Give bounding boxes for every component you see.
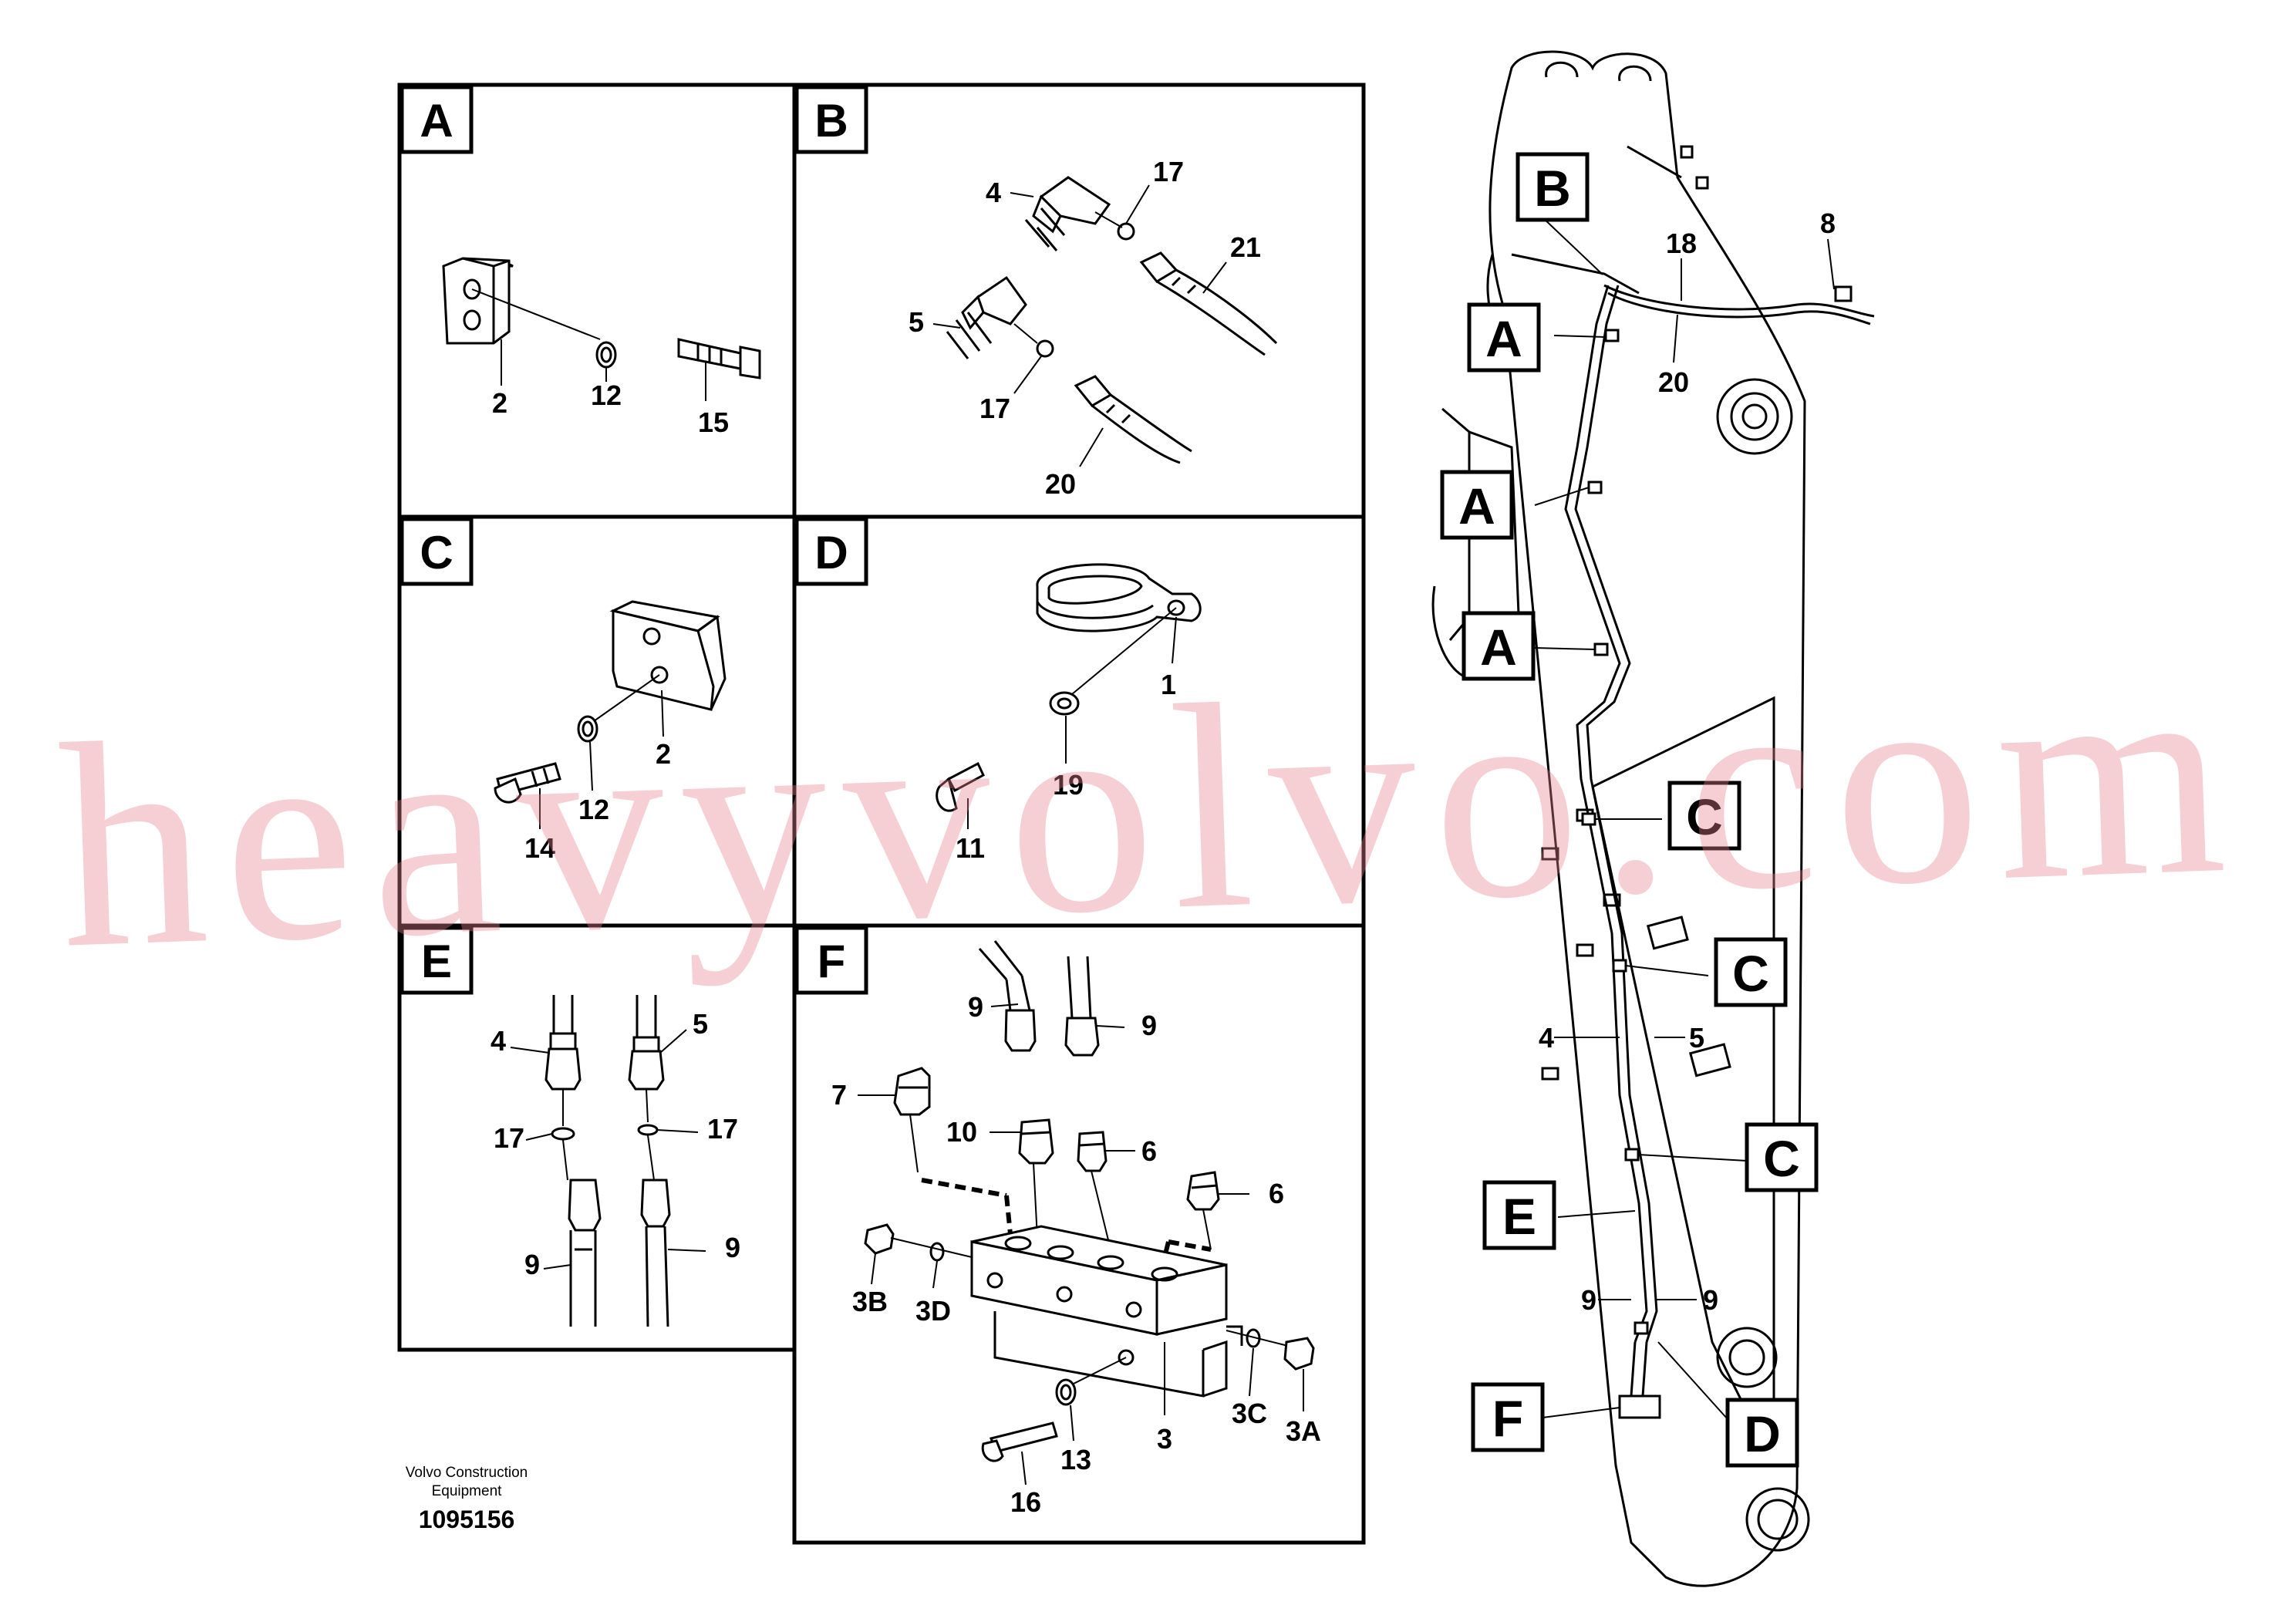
panel-d-label: 19 <box>1053 769 1084 801</box>
panel-b-letter: B <box>814 95 848 147</box>
panel-e-label: 9 <box>725 1232 740 1263</box>
panel-c-label: 2 <box>656 738 671 770</box>
panel-a-label: 12 <box>591 379 622 411</box>
panel-d-label: 11 <box>956 832 985 864</box>
panel-letter-boxes <box>400 85 868 995</box>
panel-e-label: 9 <box>524 1249 540 1280</box>
panel-d-letter: D <box>814 527 848 578</box>
panel-e-label: 5 <box>693 1008 708 1040</box>
panel-e-label: 17 <box>707 1113 738 1145</box>
boom-callout-a: A <box>1485 310 1522 367</box>
boom-label: 9 <box>1703 1284 1718 1316</box>
boom-callout-b: B <box>1534 160 1571 217</box>
panel-e-label: 4 <box>491 1025 506 1057</box>
drawing-number: 1095156 <box>418 1506 515 1533</box>
panel-c-letter: C <box>420 527 453 578</box>
panel-c-label: 12 <box>578 794 609 825</box>
panel-e-letter: E <box>421 936 452 987</box>
panel-e-label: 17 <box>494 1122 524 1154</box>
panel-f-label: 16 <box>1010 1486 1041 1518</box>
panel-f-label: 3D <box>915 1295 951 1327</box>
panel-f-label: 3C <box>1232 1398 1267 1429</box>
panel-f-drawing <box>858 940 1315 1485</box>
boom-label: 18 <box>1666 228 1697 259</box>
boom-label: 8 <box>1820 207 1836 239</box>
boom-label: 9 <box>1581 1284 1596 1316</box>
boom-callout-a: A <box>1480 619 1517 676</box>
boom-callout-e: E <box>1502 1188 1536 1245</box>
panel-f-label: 9 <box>968 991 983 1023</box>
boom-outline <box>1431 50 1810 1587</box>
panel-a-label: 15 <box>698 406 729 438</box>
panel-a-drawing <box>442 257 761 401</box>
boom-label: 4 <box>1539 1022 1554 1054</box>
boom-callout-boxes <box>1440 152 1819 1468</box>
panel-f-label: 9 <box>1141 1010 1157 1041</box>
boom-callout-c: C <box>1763 1130 1800 1187</box>
panel-f-label: 3B <box>852 1286 888 1317</box>
panel-c-label: 14 <box>524 832 555 864</box>
boom-callout-c: C <box>1732 945 1769 1002</box>
panel-b-label: 17 <box>979 393 1010 424</box>
panel-f-label: 7 <box>831 1079 847 1111</box>
panel-b-label: 17 <box>1153 156 1184 187</box>
panel-b-label: 20 <box>1045 468 1076 500</box>
boom-callout-c: C <box>1686 788 1723 845</box>
boom-leader-lines <box>1534 215 1835 1420</box>
panel-e-drawing <box>510 995 706 1327</box>
panel-f-label: 3A <box>1286 1415 1321 1447</box>
panel-f-label: 10 <box>946 1116 977 1148</box>
panel-f-label: 3 <box>1157 1423 1172 1455</box>
company-caption: Volvo Construction Equipment <box>405 1465 528 1499</box>
panel-b-drawing <box>932 176 1278 467</box>
boom-callout-f: F <box>1492 1390 1523 1447</box>
boom-label: 20 <box>1658 366 1689 398</box>
panel-b-label: 21 <box>1230 231 1261 263</box>
panel-c-drawing <box>494 600 727 829</box>
panel-f-letter: F <box>818 936 846 987</box>
panel-d-label: 1 <box>1161 669 1176 700</box>
boom-label: 5 <box>1689 1022 1704 1054</box>
panel-f-label: 6 <box>1269 1178 1284 1209</box>
boom-callout-d: D <box>1744 1405 1781 1462</box>
panel-f-label: 6 <box>1141 1135 1157 1167</box>
panel-frames <box>397 83 1366 1545</box>
panel-f-label: 13 <box>1060 1444 1091 1475</box>
panel-a-letter: A <box>420 95 453 147</box>
panel-d-drawing <box>936 563 1202 829</box>
panel-b-label: 4 <box>986 177 1001 208</box>
panel-b-label: 5 <box>909 306 924 338</box>
boom-callout-a: A <box>1458 477 1495 534</box>
panel-a-label: 2 <box>492 387 507 419</box>
boom-hose-route <box>1564 284 1875 1419</box>
